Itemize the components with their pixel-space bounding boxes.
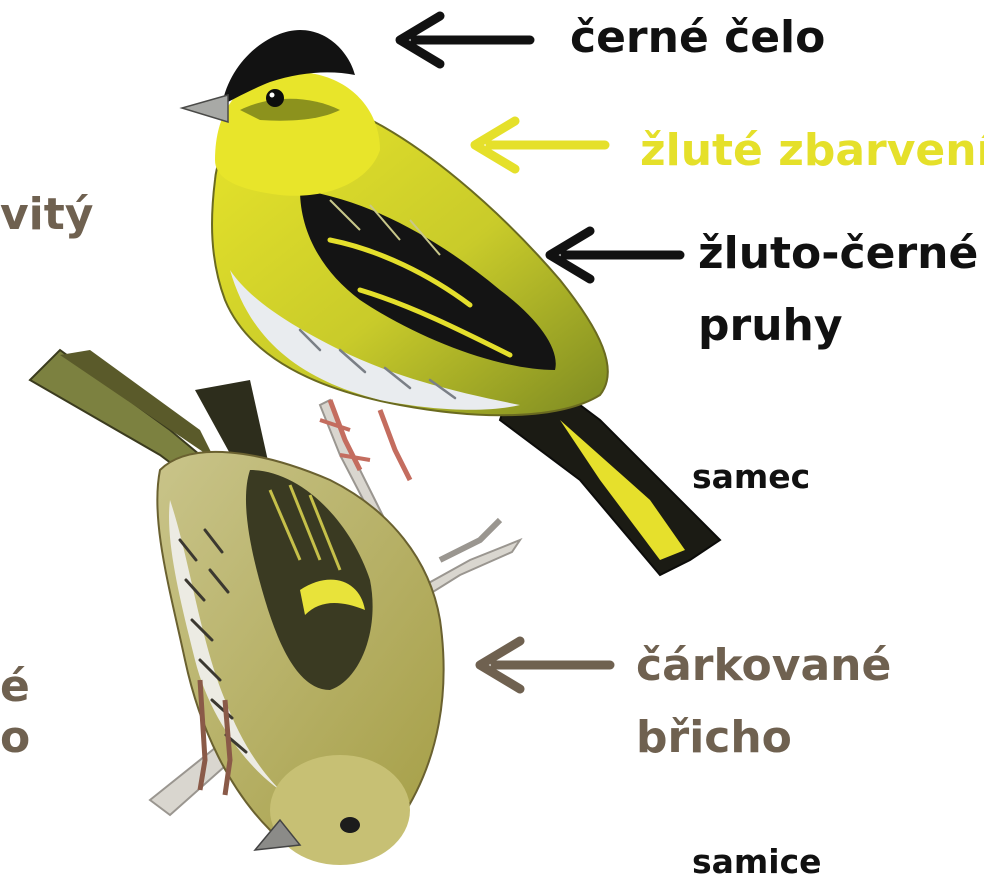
cut-label-3: o [0,716,30,760]
label-stripes-line2: pruhy [698,304,843,348]
female-siskin [30,350,444,865]
arrow-yellow [475,121,605,169]
arrow-belly [480,641,610,689]
arrow-stripes [550,231,680,279]
label-belly-line2: břicho [636,716,792,760]
label-stripes-line1: žluto-černé [698,232,978,276]
arrow-forehead [400,16,530,64]
cut-label-2: é [0,665,30,709]
label-male: samec [692,460,810,493]
label-female: samice [692,845,822,878]
label-black-forehead: černé čelo [570,16,825,60]
label-yellow-coloring: žluté zbarvení [640,129,984,173]
label-belly-line1: čárkované [636,644,891,688]
cut-label-1: vitý [0,193,93,237]
